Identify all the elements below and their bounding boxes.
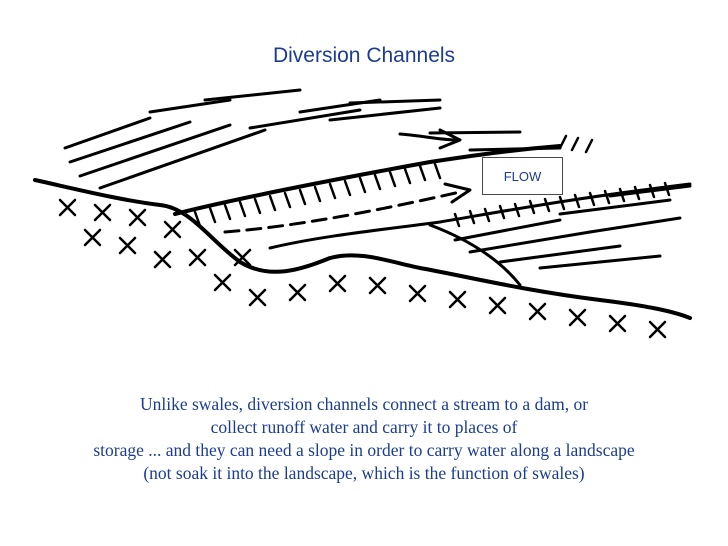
flow-label: FLOW xyxy=(482,157,563,195)
caption-line: Unlike swales, diversion channels connec… xyxy=(139,394,589,414)
lower-slope-strokes xyxy=(453,184,692,270)
caption-line: (not soak it into the landscape, which i… xyxy=(143,463,585,483)
caption-line: storage ... and they can need a slope in… xyxy=(93,440,635,460)
soil-hatching xyxy=(58,198,667,339)
lower-bank-line xyxy=(33,178,692,320)
caption-line: collect runoff water and carry it to pla… xyxy=(210,417,518,437)
flow-arrow-line xyxy=(223,190,462,234)
diversion-channel-illustration xyxy=(33,88,692,339)
page-title: Diversion Channels xyxy=(272,44,456,67)
caption: Unlike swales, diversion channels connec… xyxy=(20,393,708,485)
upper-bank-line xyxy=(173,144,562,216)
cross-slope-hatching xyxy=(453,181,671,228)
